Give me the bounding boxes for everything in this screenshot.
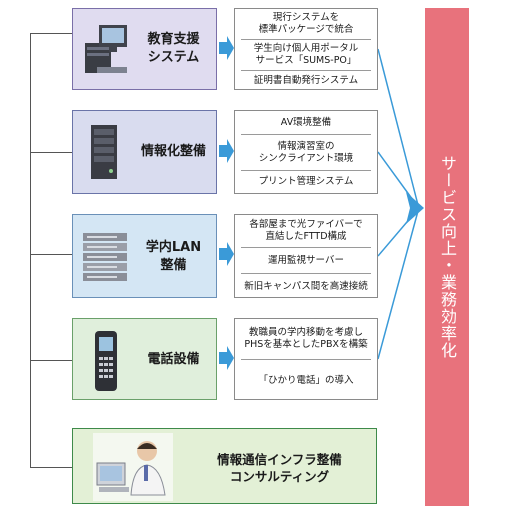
consulting-label: 情報通信インフラ整備 コンサルティング	[217, 452, 342, 484]
category-arrows	[219, 36, 234, 370]
category-label: 教育支援 システム	[147, 32, 200, 65]
list-item: 新旧キャンパス間を高速接続	[244, 281, 368, 292]
items-informatization: AV環境整備 情報演習室の シンクライアント環境 プリント管理システム	[234, 110, 378, 194]
bracket-tick-1	[30, 33, 72, 34]
category-label: 学内LAN 整備	[145, 240, 202, 273]
list-item: AV環境整備	[280, 117, 332, 128]
category-informatization: 情報化整備	[72, 110, 217, 194]
items-education: 現行システムを 標準パッケージで統合 学生向け個人用ポータル サービス「SUMS…	[234, 8, 378, 90]
category-campus-lan: 学内LAN 整備	[72, 214, 217, 298]
category-telephone: 電話設備	[72, 318, 217, 400]
divider	[241, 39, 371, 40]
bracket-tick-5	[30, 467, 72, 468]
arrow-right-icon	[219, 346, 234, 370]
result-banner: サービス向上・業務効率化	[425, 8, 469, 506]
left-bracket	[30, 33, 31, 467]
convergent-arrows	[378, 48, 424, 360]
divider	[241, 273, 371, 274]
list-item: 「ひかり電話」の導入	[258, 375, 354, 386]
list-item: 現行システムを 標準パッケージで統合	[258, 12, 354, 35]
bracket-tick-4	[30, 360, 72, 361]
category-education: 教育支援 システム	[72, 8, 217, 90]
items-telephone: 教職員の学内移動を考慮し PHSを基本としたPBXを構築 「ひかり電話」の導入	[234, 318, 378, 400]
arrow-right-icon	[219, 36, 234, 60]
mobile-phone-icon	[91, 329, 121, 393]
network-rack-icon	[81, 229, 129, 285]
divider	[241, 359, 371, 360]
bracket-tick-2	[30, 152, 72, 153]
list-item: 情報演習室の シンクライアント環境	[258, 141, 354, 164]
list-item: 各部屋まで光ファイバーで 直結したFTTD構成	[249, 219, 363, 242]
server-computer-icon	[83, 23, 129, 77]
arrow-right-icon	[219, 242, 234, 266]
divider	[241, 170, 371, 171]
list-item: プリント管理システム	[258, 176, 354, 187]
person-at-computer-icon	[93, 433, 173, 501]
arrow-right-icon	[219, 139, 234, 163]
list-item: 学生向け個人用ポータル サービス「SUMS-PO」	[253, 43, 359, 66]
list-item: 教職員の学内移動を考慮し PHSを基本としたPBXを構築	[244, 327, 368, 350]
bracket-tick-3	[30, 254, 72, 255]
divider	[241, 247, 371, 248]
items-campus-lan: 各部屋まで光ファイバーで 直結したFTTD構成 運用監視サーバー 新旧キャンパス…	[234, 214, 378, 298]
list-item: 証明書自動発行システム	[253, 75, 359, 86]
divider	[241, 70, 371, 71]
category-label: 情報化整備	[140, 144, 206, 159]
arrow-head-icon	[406, 192, 424, 224]
divider	[241, 134, 371, 135]
server-tower-icon	[87, 123, 121, 181]
category-label: 電話設備	[147, 352, 200, 367]
result-label: サービス向上・業務効率化	[438, 155, 457, 359]
list-item: 運用監視サーバー	[268, 255, 344, 266]
consulting-box: 情報通信インフラ整備 コンサルティング	[72, 428, 377, 504]
